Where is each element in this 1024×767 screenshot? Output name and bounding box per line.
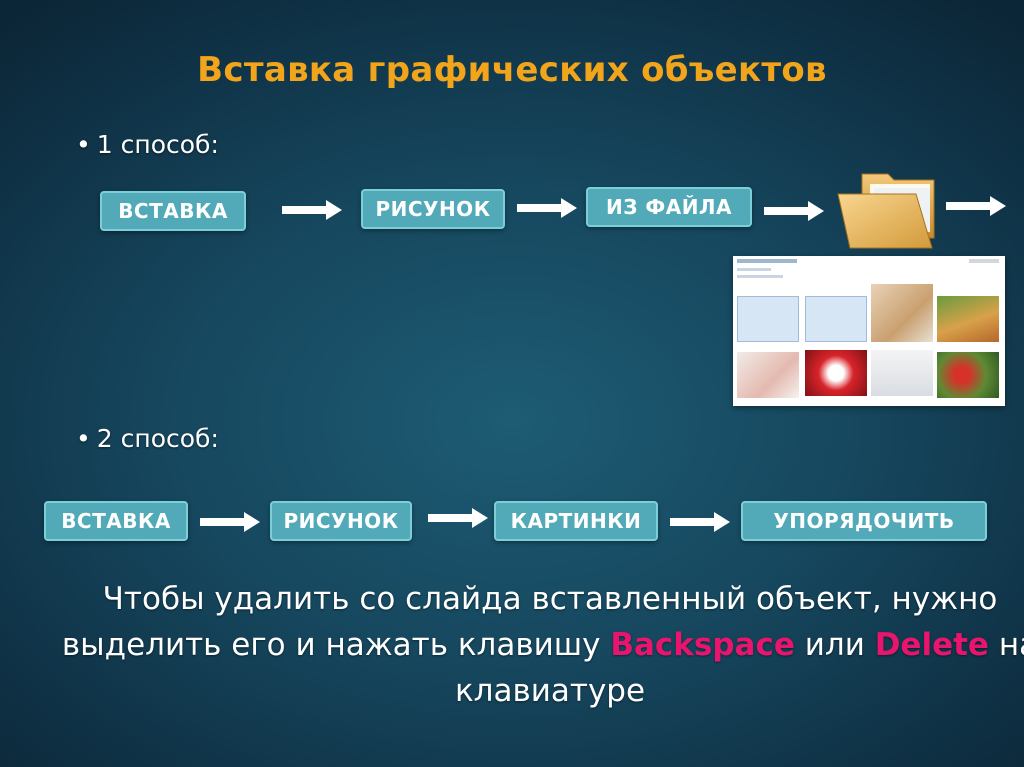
thumbnail [737, 296, 799, 342]
delete-key-label: Delete [874, 627, 989, 663]
step-picture-button[interactable]: РИСУНОК [361, 189, 505, 229]
folder-icon [837, 173, 935, 249]
step-insert-button[interactable]: ВСТАВКА [44, 501, 188, 541]
dialog-path-bar [737, 275, 783, 278]
method-1-text: 1 способ: [96, 130, 219, 159]
thumbnail [937, 352, 999, 398]
thumbnail [805, 296, 867, 342]
step-insert-button[interactable]: ВСТАВКА [100, 191, 246, 231]
dialog-toolbar [969, 259, 999, 263]
thumbnail [805, 350, 867, 396]
thumbnail [737, 352, 799, 398]
dialog-path-bar [737, 268, 771, 271]
dialog-title-bar [737, 259, 797, 263]
bullet: • [76, 130, 91, 159]
note-text: на клавиатуре [454, 627, 1024, 709]
method-2-text: 2 способ: [96, 424, 219, 453]
thumbnail [937, 296, 999, 342]
note-text: Чтобы удалить со слайда вставленный объе… [61, 581, 998, 663]
delete-instructions: Чтобы удалить со слайда вставленный объе… [60, 576, 1024, 714]
arrow-right-icon [670, 512, 730, 532]
arrow-right-icon [282, 200, 342, 220]
note-text: или [794, 627, 875, 663]
arrow-right-icon [517, 198, 577, 218]
backspace-key-label: Backspace [610, 627, 795, 663]
thumbnail [871, 284, 933, 342]
step-clipart-button[interactable]: КАРТИНКИ [494, 501, 658, 541]
arrow-right-icon [764, 201, 824, 221]
slide-title: Вставка графических объектов [197, 50, 827, 90]
arrow-right-icon [428, 508, 488, 528]
thumbnail [871, 350, 933, 396]
method-1-label: •1 способ: [76, 130, 219, 159]
bullet: • [76, 424, 91, 453]
step-picture-button[interactable]: РИСУНОК [270, 501, 412, 541]
step-from-file-button[interactable]: ИЗ ФАЙЛА [586, 187, 752, 227]
file-dialog-preview [733, 256, 1005, 406]
method-2-label: •2 способ: [76, 424, 219, 453]
arrow-right-icon [200, 512, 260, 532]
step-arrange-button[interactable]: УПОРЯДОЧИТЬ [741, 501, 987, 541]
arrow-right-icon [946, 196, 1006, 216]
